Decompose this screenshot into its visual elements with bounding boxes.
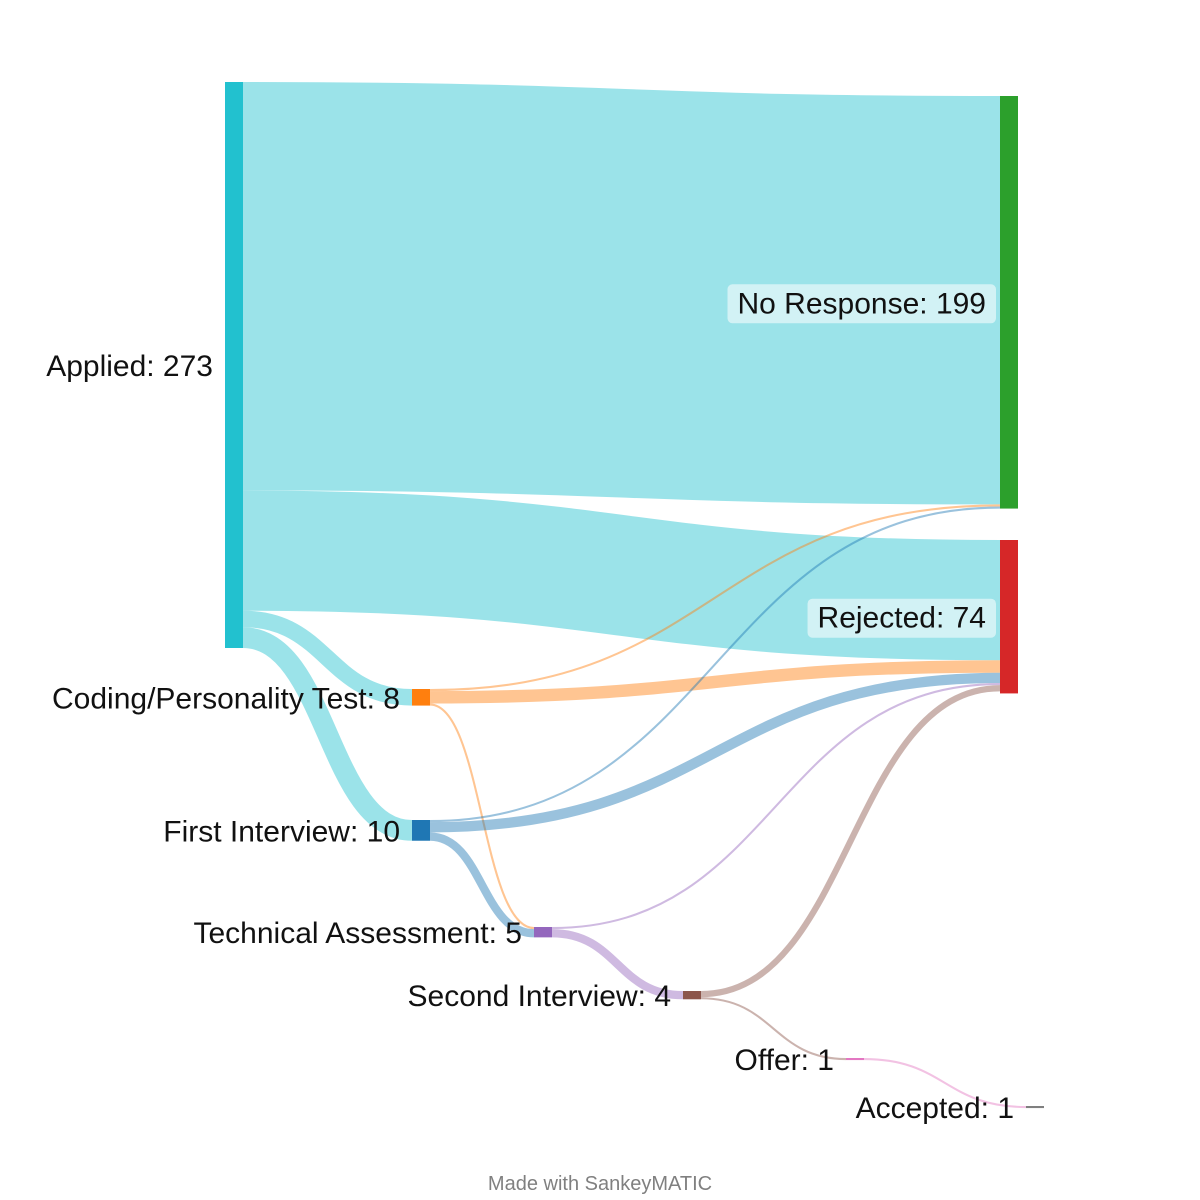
label-second: Second Interview: 4 — [408, 980, 671, 1013]
flow-second-to-offer — [700, 997, 847, 1061]
node-second — [683, 991, 701, 1000]
flow-coding-to-noresp — [429, 504, 1001, 692]
node-tech — [534, 927, 552, 938]
footer-credit: Made with SankeyMATIC — [488, 1173, 712, 1195]
flow-offer-to-accepted — [863, 1058, 1027, 1109]
flow-first-to-rejected — [429, 672, 1001, 833]
node-coding — [412, 689, 430, 706]
label-applied: Applied: 273 — [46, 350, 213, 383]
node-first — [412, 820, 430, 841]
flow-tech-to-rejected — [551, 683, 1001, 930]
label-box-rejected — [807, 598, 996, 638]
label-accepted: Accepted: 1 — [856, 1092, 1014, 1125]
node-noresp — [1000, 96, 1018, 509]
label-coding: Coding/Personality Test: 8 — [52, 682, 400, 715]
flow-first-to-noresp — [429, 506, 1001, 823]
flow-first-to-tech — [429, 832, 535, 938]
flow-second-to-rejected — [700, 685, 1001, 998]
label-rejected: Rejected: 74 — [818, 602, 986, 635]
flow-applied-to-first — [242, 627, 413, 841]
label-box-noresp — [727, 284, 996, 324]
flow-tech-to-second — [551, 929, 684, 1000]
flow-coding-to-rejected — [429, 660, 1001, 704]
node-accepted — [1026, 1106, 1044, 1109]
label-first: First Interview: 10 — [163, 815, 400, 848]
label-offer: Offer: 1 — [735, 1044, 835, 1077]
node-applied — [225, 82, 243, 648]
node-offer — [846, 1058, 864, 1061]
flow-coding-to-tech — [429, 703, 535, 930]
node-layer — [225, 82, 1044, 1109]
label-noresp: No Response: 199 — [738, 287, 987, 320]
node-rejected — [1000, 540, 1018, 694]
label-tech: Technical Assessment: 5 — [194, 917, 523, 950]
flow-applied-to-coding — [242, 610, 413, 706]
flow-applied-to-rejected — [242, 490, 1001, 661]
